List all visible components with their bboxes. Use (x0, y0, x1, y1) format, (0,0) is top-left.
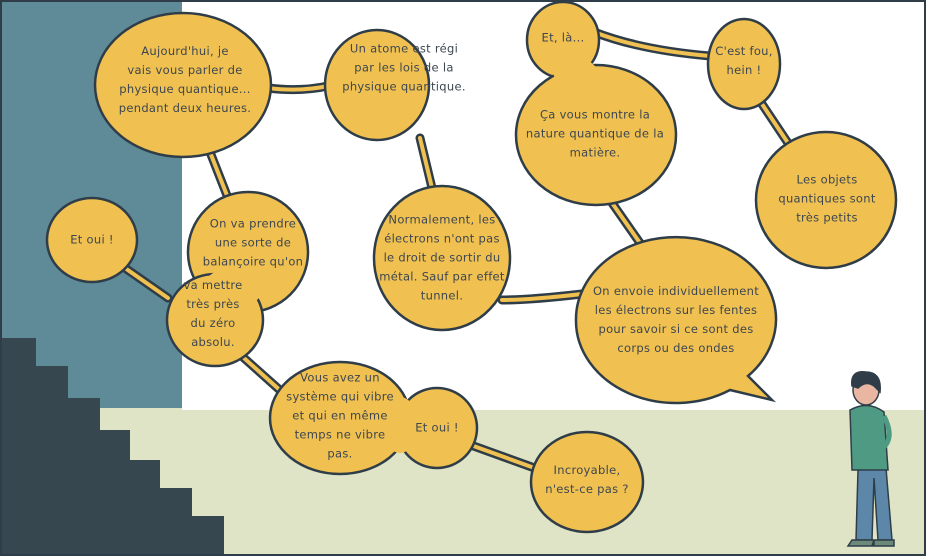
bubble-text-cest-fou: C'est fou, hein ! (715, 44, 773, 77)
bubble-text-aujourdhui: Aujourd'hui, je vais vous parler de phys… (118, 44, 252, 115)
speech-bubble (574, 235, 778, 405)
bubble-text-et-oui: Et oui ! (70, 232, 114, 247)
speech-bubble (514, 63, 678, 207)
bubble-text-envoie: On envoie individuellement les électrons… (592, 284, 760, 355)
bubble-text-atome: Un atome est régi par les lois de la phy… (342, 41, 466, 94)
bubble-text-vibre: Vous avez un système qui vibre et qui en… (286, 370, 394, 461)
bubble-text-balancoire: On va prendre une sorte de balançoire qu… (202, 216, 304, 269)
bubble-text-et-oui-2: Et oui ! (415, 420, 459, 435)
speech-bubble (45, 196, 139, 284)
speech-bubble (529, 430, 645, 534)
bubble-text-balancoire-cont: va mettre très près du zéro absolu. (183, 278, 243, 349)
speech-bubble (706, 17, 782, 111)
bubble-text-objets: Les objets quantiques sont très petits (778, 172, 876, 225)
staircase (0, 338, 224, 556)
bubble-text-incroyable: Incroyable, n'est-ce pas ? (545, 463, 629, 496)
speech-bubble (754, 130, 898, 270)
speech-bubble (372, 184, 512, 332)
speech-bubble (93, 11, 273, 159)
speech-bubble (323, 28, 431, 142)
bubble-text-ca-vous: Ça vous montre la nature quantique de la… (525, 107, 665, 160)
man-figure (846, 371, 895, 547)
bubble-text-normalement: Normalement, les électrons n'ont pas le … (379, 212, 505, 303)
bubble-text-et-la: Et, là... (541, 30, 585, 45)
